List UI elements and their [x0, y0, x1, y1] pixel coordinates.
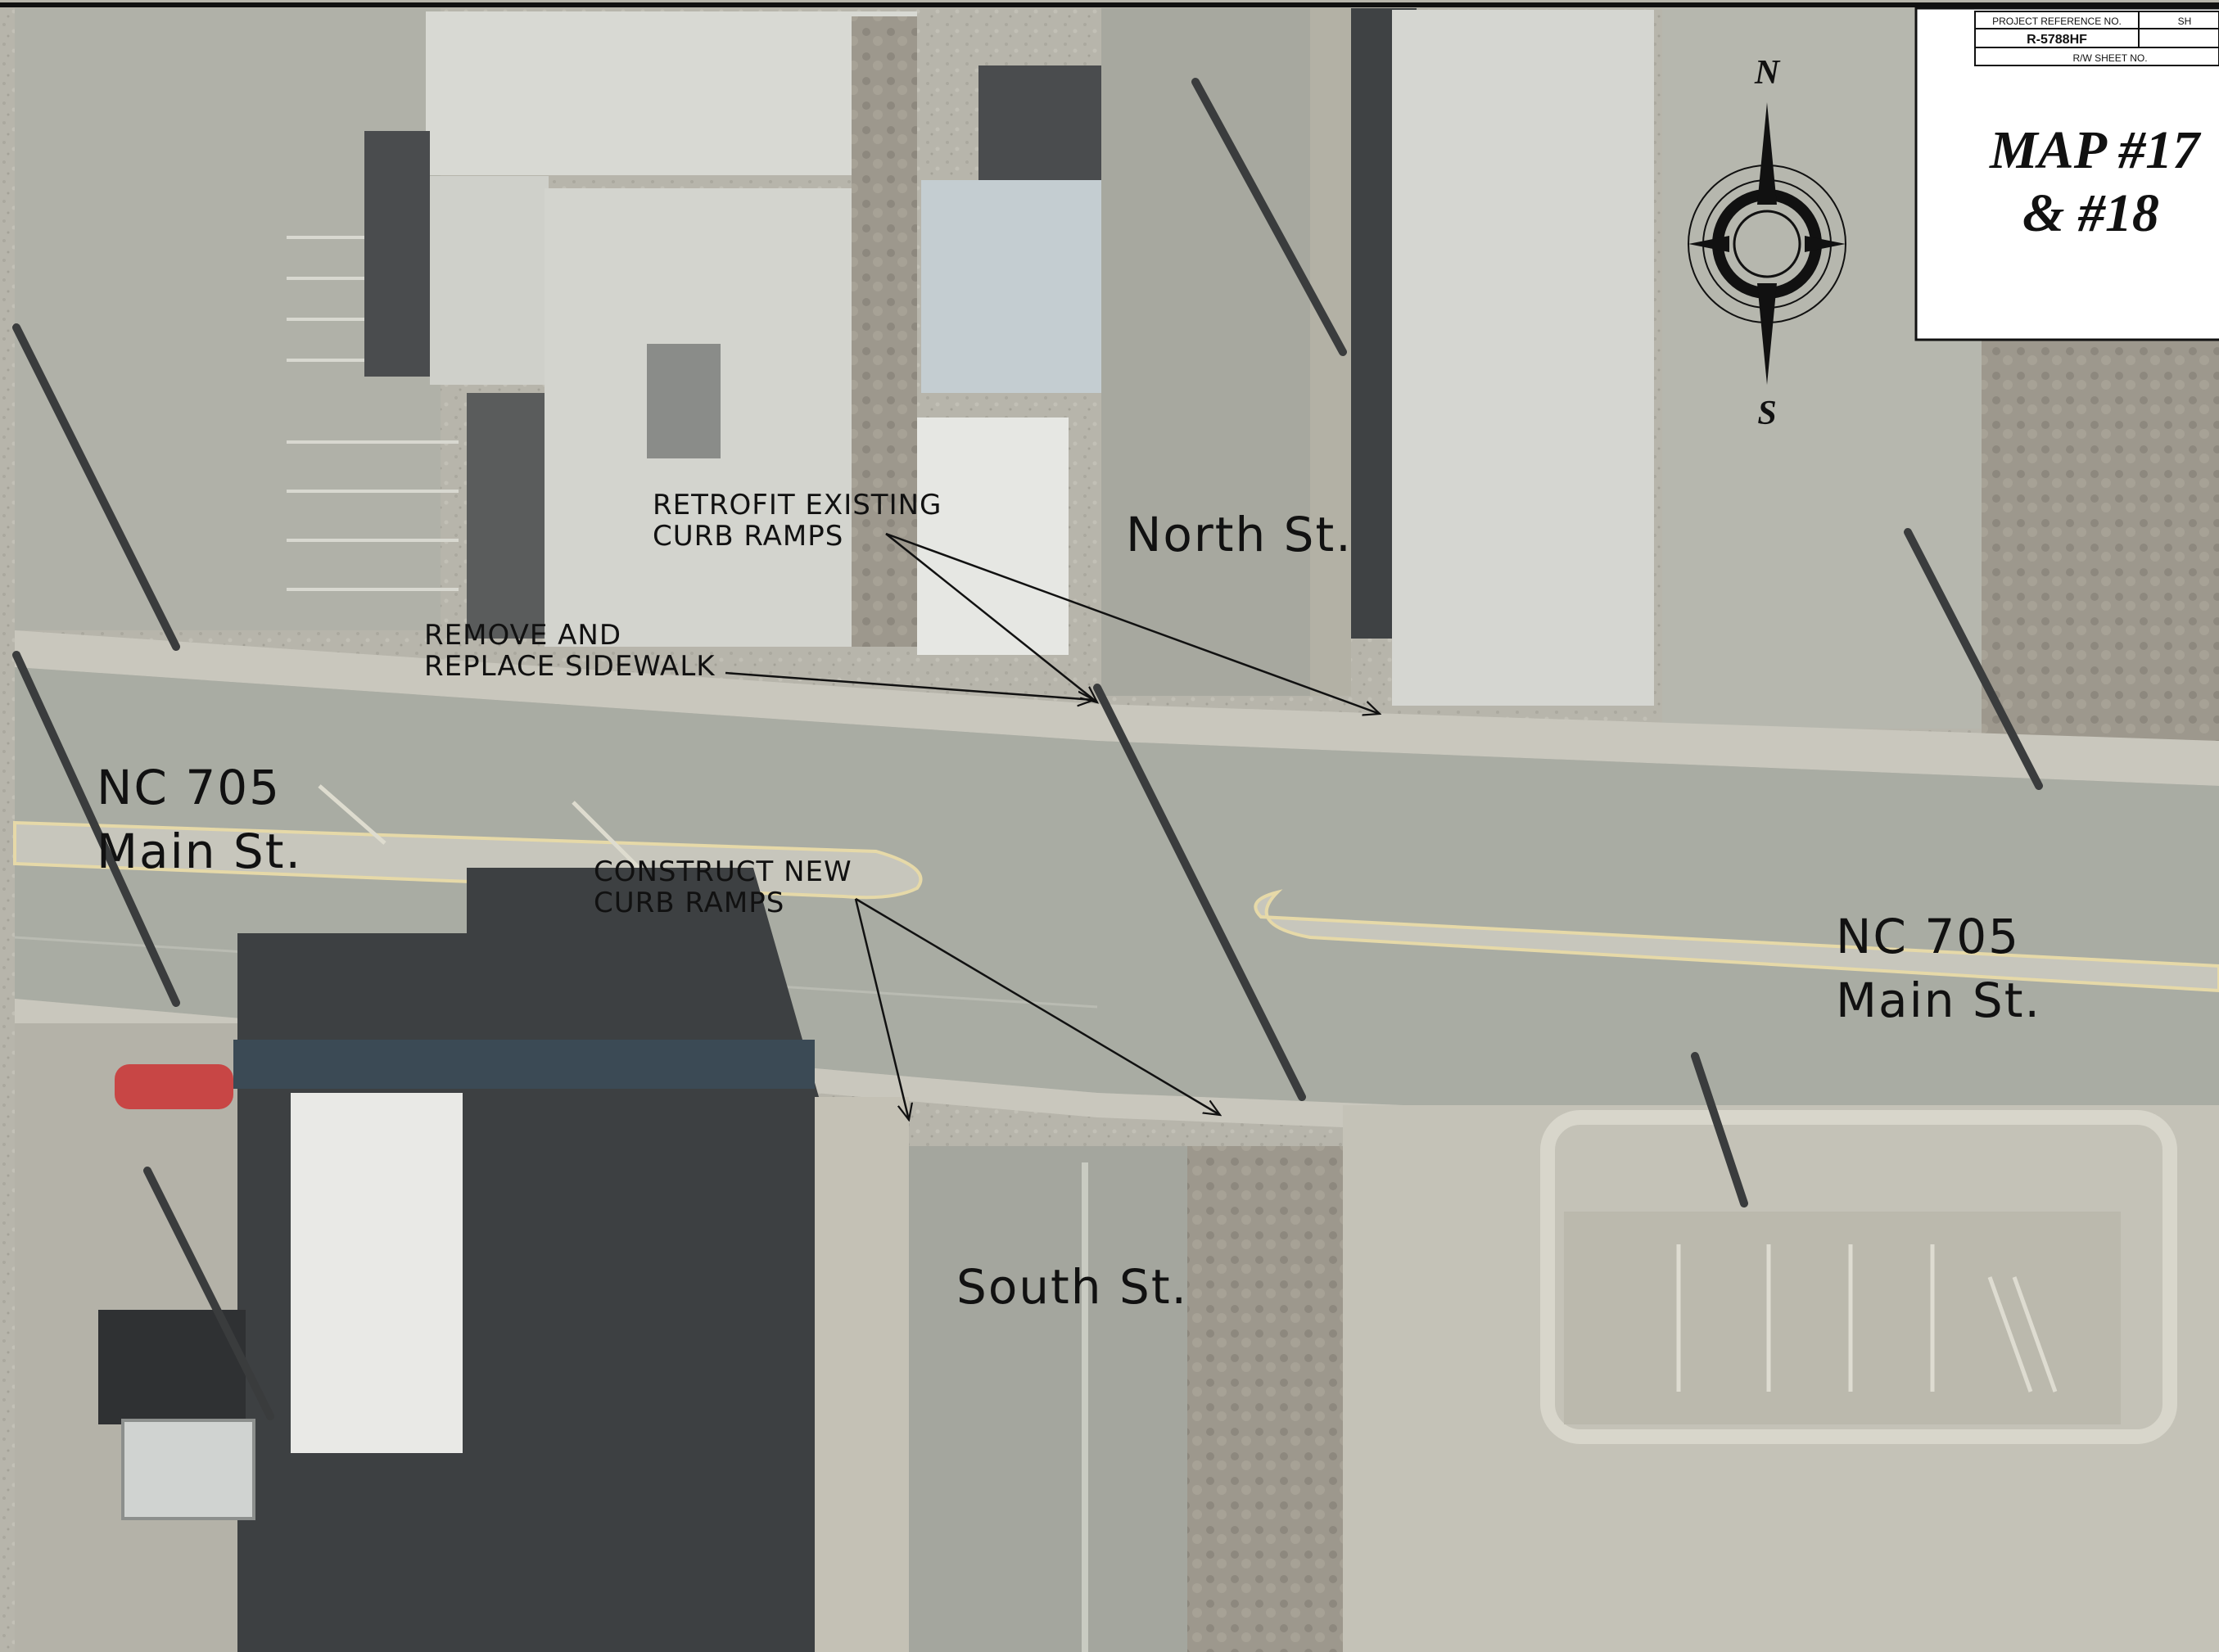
sheet-label: SH: [2178, 16, 2192, 27]
ref-table: [1974, 11, 2219, 66]
building-roof-small-2: [917, 418, 1069, 655]
crosswalk-stripes: [318, 784, 640, 869]
vegetation-strip: [852, 16, 917, 647]
map-title-line1: MAP #17: [1989, 120, 2202, 180]
main-st-east-line2: Main St.: [1836, 973, 2041, 1028]
construct-arrow-1: [854, 898, 909, 1120]
compass-north-label: N: [1754, 54, 1781, 92]
main-st-west-line1: NC 705: [97, 760, 281, 815]
vegetation-south: [1187, 1146, 1343, 1652]
map-title-line2: & #18: [2022, 183, 2159, 243]
remove-note-line2: REPLACE SIDEWALK: [424, 650, 716, 683]
compass-needle-east: [1805, 236, 1846, 252]
project-reference-value: R-5788HF: [2027, 33, 2087, 47]
retrofit-arrow-1: [885, 533, 1097, 702]
leader-arrows: [725, 532, 1380, 1120]
retrofit-note-line2: CURB RAMPS: [653, 520, 843, 553]
project-reference-label: PROJECT REFERENCE NO.: [1992, 16, 2122, 27]
construct-note-line1: CONSTRUCT NEW: [594, 855, 852, 888]
trees-northeast: [1982, 319, 2219, 761]
utility-pole-shadows: [12, 78, 2043, 1420]
north-arrow-compass: N S: [1688, 54, 1846, 432]
building-blue-edge: [233, 1040, 815, 1089]
main-st-east-line1: NC 705: [1836, 909, 2020, 964]
building-shadow-2: [467, 393, 549, 639]
parking-area: [1564, 1212, 2121, 1424]
title-block: PROJECT REFERENCE NO. R-5788HF SH R/W SH…: [1914, 7, 2219, 341]
building-shadow: [364, 131, 430, 377]
building-dark-top: [978, 65, 1101, 180]
main-st-west-line2: Main St.: [97, 824, 302, 879]
construct-note-line2: CURB RAMPS: [594, 887, 784, 919]
roof-stain: [647, 344, 721, 458]
car-red: [115, 1064, 233, 1109]
building-roof-light: [426, 11, 917, 175]
building-roof-white: [291, 1093, 463, 1453]
south-st-pavement: [909, 1146, 1187, 1652]
building-roof: [430, 176, 549, 385]
building-roof-east: [1392, 10, 1654, 706]
remove-note-line1: REMOVE AND: [424, 619, 621, 652]
building-roof-small: [921, 180, 1101, 393]
north-st-label: North St.: [1126, 507, 1353, 562]
median-island-east: [1254, 889, 2219, 993]
south-st-label: South St.: [956, 1259, 1188, 1315]
sidewalk-strip-south: [815, 1097, 909, 1652]
remove-sidewalk-arrow: [725, 671, 1094, 700]
retrofit-note-line1: RETROFIT EXISTING: [653, 489, 942, 521]
parking-stripes-south: [1676, 1244, 2058, 1392]
rw-sheet-label: R/W SHEET NO.: [2072, 52, 2147, 64]
compass-needle-north: [1757, 102, 1777, 205]
compass-needle-south: [1757, 283, 1777, 385]
parking-island: [1540, 1110, 2177, 1444]
north-sidewalk: [15, 630, 2219, 786]
compass-center: [1733, 210, 1801, 278]
north-st-pavement: [1101, 8, 1347, 696]
construct-arrow-2: [855, 897, 1220, 1115]
hvac-unit: [121, 1419, 255, 1520]
compass-needle-west: [1688, 236, 1729, 252]
retrofit-arrow-2: [885, 532, 1380, 714]
building-southwest-small: [98, 1310, 246, 1424]
compass-south-label: S: [1757, 395, 1776, 432]
